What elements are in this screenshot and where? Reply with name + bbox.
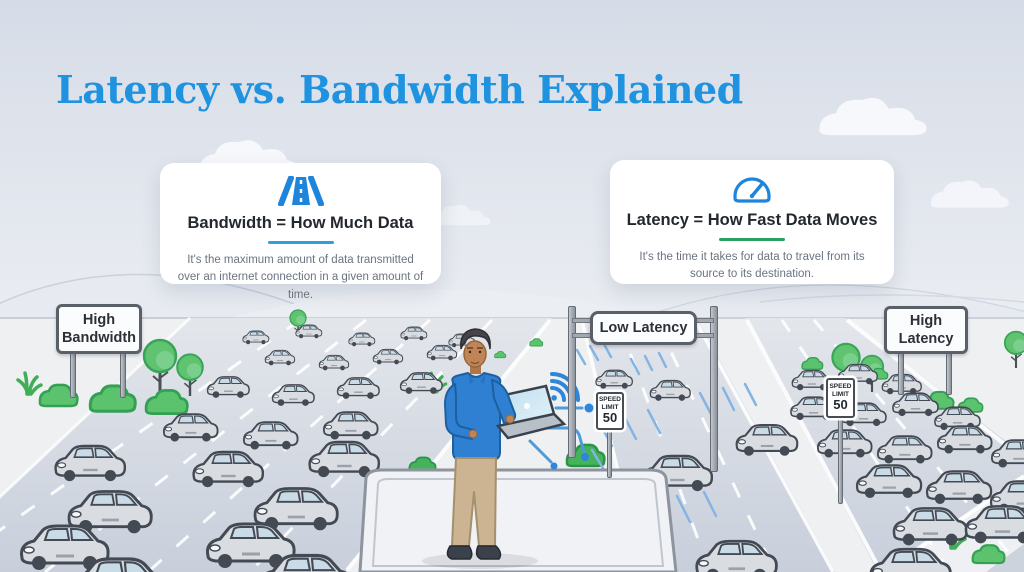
speed-limit-label: SPEED LIMIT <box>829 383 852 398</box>
speed-limit-sign-high-latency: SPEED LIMIT 50 <box>826 378 855 418</box>
low-latency-gantry-post <box>710 306 718 472</box>
speedometer-icon <box>626 172 878 204</box>
bandwidth-card: Bandwidth = How Much Data It's the maxim… <box>160 163 441 301</box>
low-latency-gantry-post <box>568 306 576 458</box>
bandwidth-accent-divider <box>267 241 334 244</box>
highway-icon <box>176 175 425 207</box>
page-title: Latency vs. Bandwidth Explained <box>56 67 743 113</box>
bandwidth-description: It's the maximum amount of data transmit… <box>177 254 424 301</box>
high-latency-sign: High Latency <box>884 306 968 354</box>
speed-limit-label: SPEED LIMIT <box>598 396 622 411</box>
high-bandwidth-sign-post <box>120 352 126 398</box>
latency-card: Latency = How Fast Data Moves It's the t… <box>610 160 894 284</box>
high-bandwidth-sign-post <box>70 352 76 398</box>
latency-accent-divider <box>719 238 785 241</box>
speed-limit-post <box>838 416 843 504</box>
low-latency-sign: Low Latency <box>590 311 697 345</box>
latency-heading: Latency = How Fast Data Moves <box>626 211 878 229</box>
platform <box>358 468 678 572</box>
latency-description: It's the time it takes for data to trave… <box>639 251 865 281</box>
speed-limit-post <box>607 428 612 478</box>
high-latency-sign-post <box>898 352 904 395</box>
speed-limit-sign-low-latency: SPEED LIMIT 50 <box>596 392 624 430</box>
bandwidth-heading: Bandwidth = How Much Data <box>187 214 414 232</box>
speed-limit-value: 50 <box>833 397 848 413</box>
high-latency-sign-post <box>946 352 952 395</box>
high-bandwidth-sign: High Bandwidth <box>56 304 142 354</box>
speed-limit-value: 50 <box>602 410 618 426</box>
person-figure <box>422 328 567 569</box>
